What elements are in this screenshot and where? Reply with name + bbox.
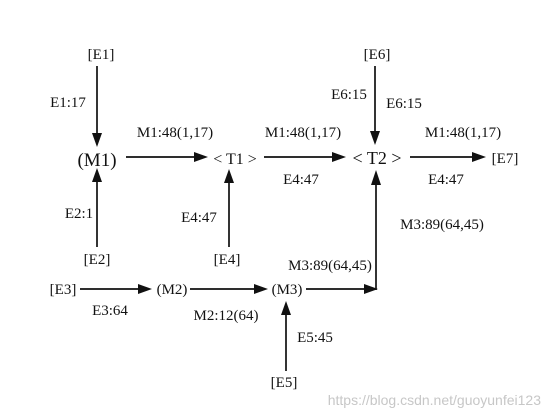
node-m3: (M3) bbox=[272, 282, 303, 298]
label-e6-t2-left: E6:15 bbox=[331, 87, 367, 103]
nodes: [E1] (M1) [E2] < T1 > [E4] [E6] < T2 > [… bbox=[50, 47, 519, 391]
arrowhead-e3-m2 bbox=[138, 284, 152, 294]
arrowhead-t2-e7 bbox=[472, 152, 486, 162]
arrowhead-e6-t2 bbox=[370, 131, 380, 145]
label-m3-t2-inline: M3:89(64,45) bbox=[288, 258, 372, 274]
label-t2-e7-bottom: E4:47 bbox=[428, 172, 464, 188]
label-e6-t2-right: E6:15 bbox=[386, 96, 422, 112]
node-t1: < T1 > bbox=[213, 151, 257, 168]
label-e3-m2: E3:64 bbox=[92, 303, 128, 319]
label-m1-t1: M1:48(1,17) bbox=[137, 125, 213, 141]
arrowhead-e5-m3 bbox=[281, 301, 291, 315]
node-t2: < T2 > bbox=[353, 148, 402, 168]
label-e5-m3: E5:45 bbox=[297, 330, 333, 346]
arrowhead-m3-t2 bbox=[371, 170, 381, 185]
label-e1-m1: E1:17 bbox=[50, 95, 86, 111]
node-m1: (M1) bbox=[77, 150, 116, 171]
label-m2-m3: M2:12(64) bbox=[194, 308, 259, 324]
arrowhead-e4-t1 bbox=[224, 169, 234, 183]
edge-labels: E1:17 E2:1 M1:48(1,17) E4:47 M1:48(1,17)… bbox=[50, 87, 501, 346]
node-e5: [E5] bbox=[271, 375, 298, 391]
label-t1-t2-bottom: E4:47 bbox=[283, 172, 319, 188]
node-e6: [E6] bbox=[364, 47, 391, 63]
arrowhead-m3-corner bbox=[364, 284, 378, 294]
label-t2-e7-top: M1:48(1,17) bbox=[425, 125, 501, 141]
arrowhead-m2-m3 bbox=[254, 284, 268, 294]
label-e4-t1: E4:47 bbox=[181, 210, 217, 226]
arrowhead-t1-t2 bbox=[332, 152, 346, 162]
node-e3: [E3] bbox=[50, 282, 77, 298]
node-e2: [E2] bbox=[84, 252, 111, 268]
arrowhead-e1-m1 bbox=[92, 133, 102, 147]
watermark: https://blog.csdn.net/guoyunfei123 bbox=[328, 392, 541, 408]
edges bbox=[80, 66, 486, 371]
node-e7: [E7] bbox=[492, 151, 519, 167]
arrowhead-e2-m1 bbox=[92, 168, 102, 182]
arrowhead-m1-t1 bbox=[194, 152, 208, 162]
label-t1-t2-top: M1:48(1,17) bbox=[265, 125, 341, 141]
node-e1: [E1] bbox=[88, 47, 115, 63]
label-m3-t2-side: M3:89(64,45) bbox=[400, 217, 484, 233]
label-e2-m1: E2:1 bbox=[65, 206, 93, 222]
node-m2: (M2) bbox=[157, 282, 188, 298]
node-e4: [E4] bbox=[214, 252, 241, 268]
